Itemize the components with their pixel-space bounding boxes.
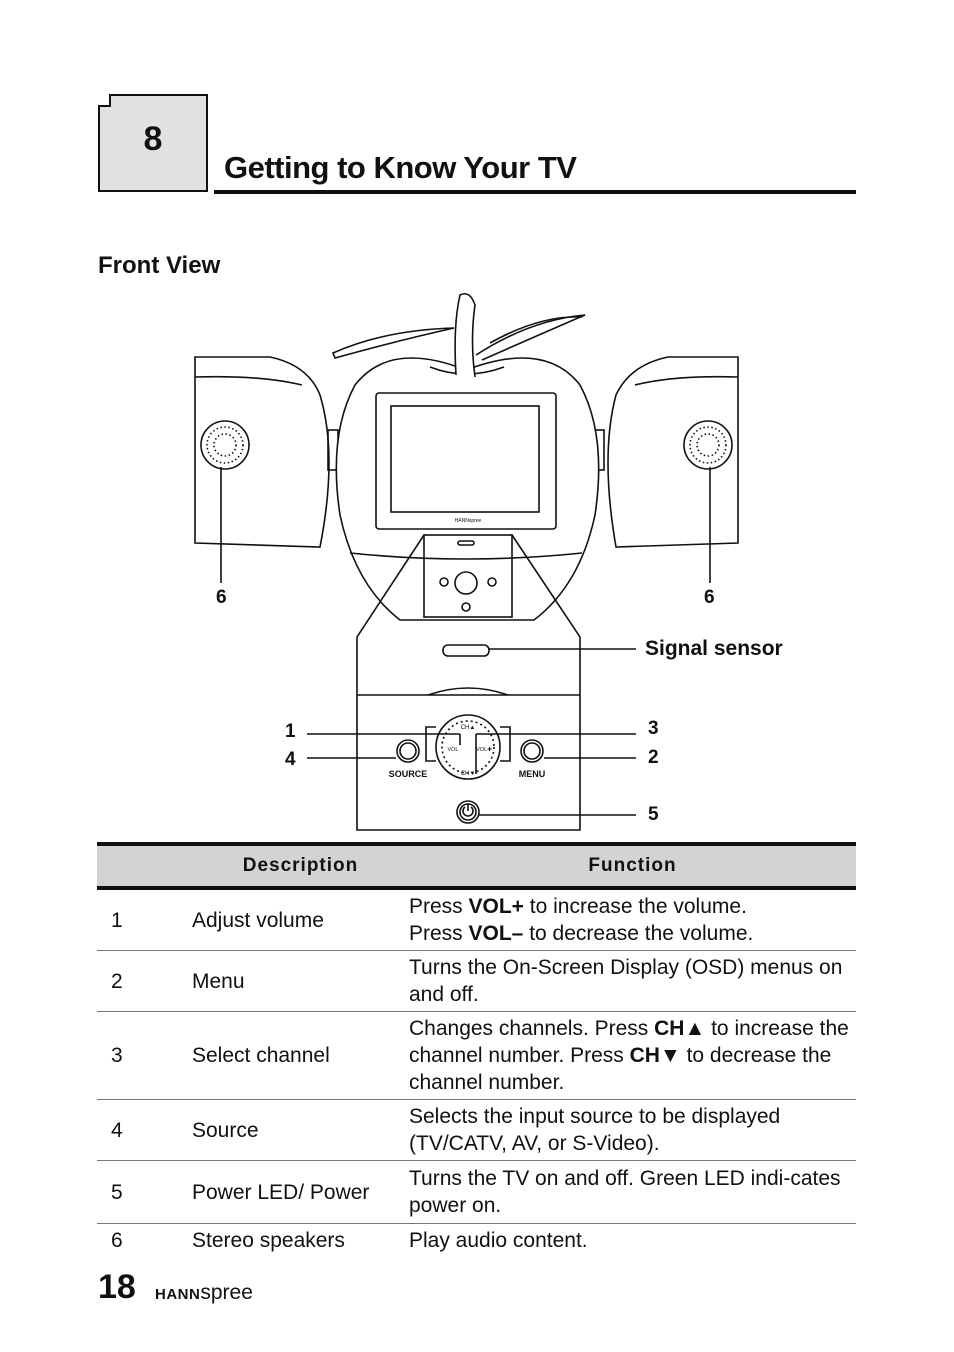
tv-screen-bezel — [375, 392, 557, 530]
table-row: 6 Stereo speakers Play audio content. — [97, 1224, 856, 1258]
table-row: 5 Power LED/ Power Turns the TV on and o… — [97, 1161, 856, 1224]
ch-down-label: CH▼ — [461, 771, 476, 777]
row-description: Source — [192, 1118, 259, 1142]
table-header-row: Description Function — [97, 842, 856, 890]
callout-1: 1 — [285, 721, 296, 742]
right-speaker-grille — [683, 420, 733, 470]
row-function: Turns the TV on and off. Green LED indi-… — [409, 1167, 841, 1217]
row-num: 5 — [111, 1180, 123, 1204]
row-num: 1 — [111, 908, 123, 932]
title-rule — [214, 190, 856, 194]
left-leaf — [331, 327, 455, 359]
chapter-tab-shape — [98, 94, 208, 192]
row-function: Selects the input source to be displayed… — [409, 1105, 781, 1155]
tv-body — [335, 357, 600, 621]
control-panel-small — [423, 534, 513, 618]
right-leaf — [475, 314, 586, 361]
vol-plus-label: VOL✚ — [476, 746, 492, 753]
header-description: Description — [192, 842, 409, 890]
signal-sensor-label: Signal sensor — [645, 637, 783, 660]
source-button — [396, 739, 420, 763]
row-num: 6 — [111, 1229, 123, 1252]
callout-5: 5 — [648, 804, 659, 825]
row-description: Menu — [192, 969, 245, 993]
row-description: Stereo speakers — [192, 1229, 345, 1252]
callout-6-left: 6 — [216, 587, 227, 608]
brand-bold: HANN — [155, 1286, 201, 1303]
callout-3: 3 — [648, 718, 659, 739]
table-row: 2 Menu Turns the On-Screen Display (OSD)… — [97, 951, 856, 1012]
right-speaker — [607, 356, 739, 548]
row-description: Adjust volume — [192, 908, 324, 932]
source-label: SOURCE — [389, 769, 428, 779]
chapter-tab: 8 — [98, 94, 208, 192]
section-title: Front View — [98, 252, 221, 279]
chapter-number: 8 — [143, 120, 163, 158]
ch-up-label: CH▲ — [461, 725, 476, 731]
menu-button — [520, 739, 544, 763]
power-button — [456, 800, 480, 824]
row-description: Select channel — [192, 1044, 330, 1067]
row-function: Play audio content. — [409, 1229, 588, 1252]
callout-4: 4 — [285, 749, 296, 770]
vol-minus-label: VOL — [447, 747, 458, 753]
header-num — [97, 842, 192, 890]
table-row: 1 Adjust volume Press VOL+ to increase t… — [97, 888, 856, 951]
row-num: 2 — [111, 969, 123, 993]
page-number: 18 — [98, 1268, 136, 1306]
row-description: Power LED/ Power — [192, 1180, 370, 1204]
row-function: Press VOL+ to increase the volume.Press … — [409, 895, 754, 945]
chapter-title: Getting to Know Your TV — [224, 150, 577, 185]
row-function: Turns the On-Screen Display (OSD) menus … — [409, 956, 843, 1006]
left-speaker-grille — [200, 420, 250, 470]
tv-front-view-illustration: HANNspree SOURCE MENU CH▲ CH▼ VOL VOL✚ — [194, 292, 739, 831]
brand-light: spree — [200, 1281, 253, 1304]
stem — [454, 292, 476, 378]
table-row: 3 Select channel Changes channels. Press… — [97, 1012, 856, 1100]
tv-screen — [390, 405, 540, 513]
table-row: 4 Source Selects the input source to be … — [97, 1100, 856, 1161]
brand-logo: HANNspree — [155, 1281, 253, 1305]
function-table: Description Function 1 Adjust volume Pre… — [97, 842, 856, 1257]
left-speaker — [194, 356, 330, 548]
row-num: 3 — [111, 1044, 123, 1067]
screen-brand: HANNspree — [455, 518, 482, 524]
menu-label: MENU — [519, 769, 546, 779]
row-function: Changes channels. Press CH▲ to increase … — [409, 1017, 849, 1094]
callout-6-right: 6 — [704, 587, 715, 608]
signal-sensor — [442, 644, 490, 657]
header-function: Function — [409, 842, 856, 890]
callout-2: 2 — [648, 747, 659, 768]
nav-ring — [435, 714, 501, 780]
row-num: 4 — [111, 1118, 123, 1142]
